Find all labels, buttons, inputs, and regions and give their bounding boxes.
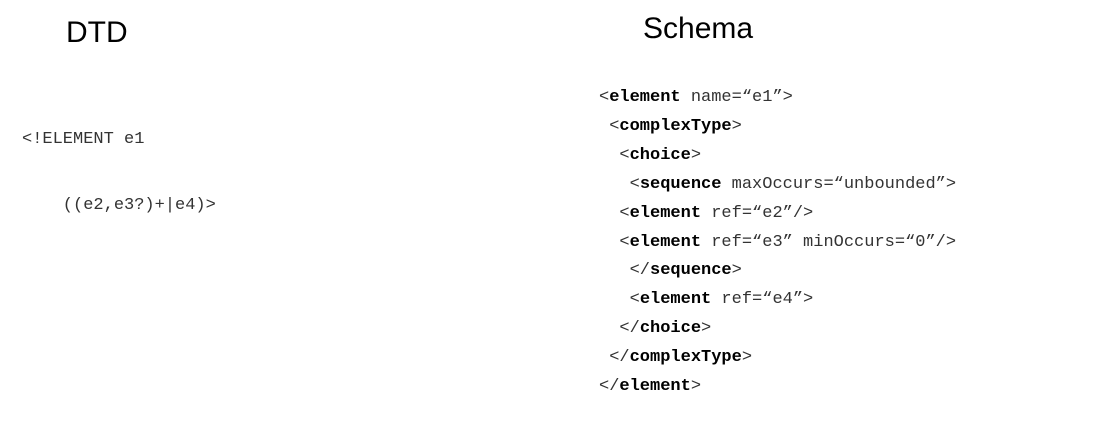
tag-keyword: element [639, 290, 712, 310]
tag-keyword: choice [639, 319, 702, 339]
schema-line: <element ref=“e3” minOccurs=“0”/> [599, 229, 956, 258]
tag-open-bracket: < [629, 174, 640, 194]
dtd-line: <!ELEMENT e1 [22, 130, 145, 149]
dtd-heading: DTD [66, 16, 128, 49]
tag-open-bracket: < [609, 116, 620, 136]
indent [599, 117, 609, 136]
tag-attributes: name=“e1”> [680, 88, 793, 107]
tag-keyword: element [629, 203, 702, 223]
tag-attributes: ref=“e3” minOccurs=“0”/> [701, 232, 957, 252]
tag-open-bracket: < [629, 290, 640, 310]
schema-heading: Schema [643, 12, 754, 45]
schema-code-block: <element name=“e1”> <complexType> <choic… [599, 84, 956, 402]
schema-line: </complexType> [599, 344, 956, 373]
tag-attributes: ref=“e4”> [711, 290, 814, 310]
tag-open-bracket: < [619, 203, 630, 223]
tag-open-bracket: </ [629, 261, 651, 281]
tag-keyword: complexType [619, 116, 732, 136]
tag-keyword: element [629, 232, 702, 252]
schema-line: </element> [599, 373, 956, 402]
tag-open-bracket: < [599, 88, 610, 107]
tag-attributes: > [731, 261, 742, 281]
tag-attributes: > [701, 319, 712, 339]
tag-open-bracket: </ [609, 348, 630, 368]
schema-line: <element ref=“e2”/> [599, 200, 956, 229]
tag-attributes: ref=“e2”/> [701, 203, 814, 223]
tag-open-bracket: </ [619, 319, 640, 339]
tag-keyword: sequence [639, 174, 722, 194]
tag-keyword: element [609, 88, 681, 107]
tag-attributes: > [690, 377, 702, 397]
tag-attributes: > [690, 145, 702, 165]
tag-open-bracket: </ [599, 377, 620, 397]
schema-line: <sequence maxOccurs=“unbounded”> [599, 171, 956, 200]
schema-line: <complexType> [599, 113, 956, 142]
tag-keyword: complexType [629, 348, 742, 368]
indent [599, 146, 619, 165]
indent [599, 319, 619, 338]
tag-keyword: sequence [650, 261, 732, 281]
tag-open-bracket: < [619, 145, 630, 165]
tag-attributes: maxOccurs=“unbounded”> [721, 174, 957, 194]
tag-attributes: > [731, 116, 742, 136]
indent [599, 233, 619, 252]
tag-attributes: > [741, 348, 753, 368]
schema-line: <element name=“e1”> [599, 84, 956, 113]
indent [599, 175, 630, 194]
indent [599, 348, 609, 367]
dtd-line: ((e2,e3?)+|e4)> [22, 196, 216, 215]
schema-line: <choice> [599, 142, 956, 171]
schema-line: </choice> [599, 315, 956, 344]
tag-open-bracket: < [619, 232, 630, 252]
dtd-code-block: <!ELEMENT e1 ((e2,e3?)+|e4)> [22, 85, 216, 239]
tag-keyword: element [619, 377, 691, 397]
indent [599, 261, 630, 280]
indent [599, 290, 630, 309]
indent [599, 204, 619, 223]
schema-line: <element ref=“e4”> [599, 286, 956, 315]
tag-keyword: choice [629, 145, 691, 165]
schema-line: </sequence> [599, 257, 956, 286]
